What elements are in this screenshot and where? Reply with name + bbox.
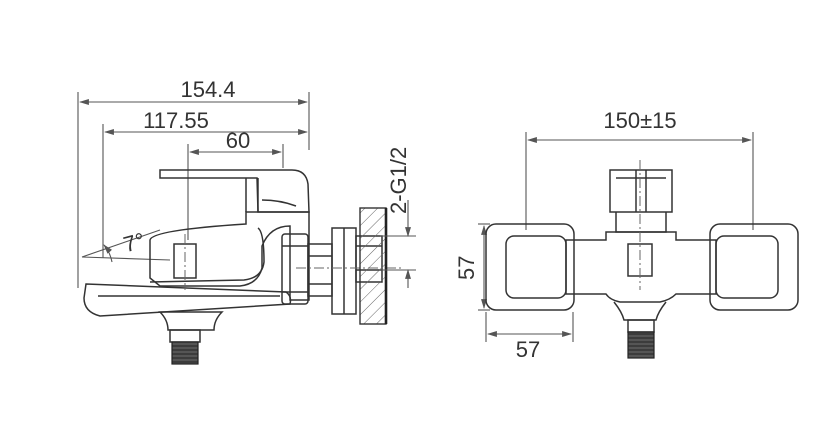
front-body	[565, 231, 717, 303]
dim-width-label: 57	[516, 337, 540, 362]
eccentric-collar	[307, 243, 333, 297]
mixer-body	[149, 211, 310, 301]
front-outlet-thread	[627, 331, 655, 359]
angle-indicator: 7°	[81, 228, 171, 263]
dim-handle-label: 60	[226, 128, 250, 153]
wall-section	[359, 207, 387, 325]
dim-angle-label: 7°	[121, 228, 148, 258]
handle-lever	[159, 169, 310, 213]
dim-spout-label: 117.55	[143, 108, 209, 133]
right-escutcheon	[709, 223, 799, 311]
dim-centers-label: 150±15	[603, 108, 676, 133]
left-escutcheon	[485, 223, 575, 311]
bottom-outlet	[158, 311, 224, 331]
dim-thread-label: 2-G1/2	[386, 147, 411, 214]
dim-height-label: 57	[454, 256, 479, 280]
dim-overall-label: 154.4	[180, 77, 235, 102]
side-extension-lines	[77, 92, 310, 288]
spout	[83, 283, 292, 317]
outlet-thread	[171, 341, 199, 365]
front-handle	[609, 169, 673, 213]
eccentric-nut	[281, 233, 309, 305]
front-view: 150±15 57 57	[454, 108, 799, 362]
side-view: 154.4 117.55 60 7°	[77, 77, 416, 365]
